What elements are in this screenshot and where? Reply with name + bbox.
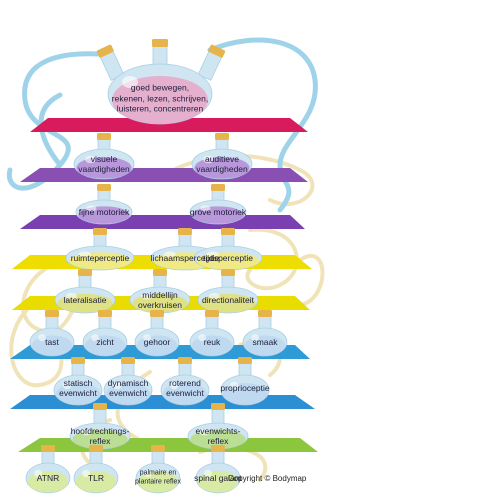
flask-level-1: [191, 133, 253, 180]
flask-level-3: [193, 228, 263, 271]
flask-level-7: [187, 403, 249, 450]
cork-icon: [93, 228, 107, 235]
cork-icon: [97, 184, 111, 191]
flask-level-8: [25, 445, 71, 494]
flask-level-6: [220, 357, 270, 406]
flask-level-5: [82, 310, 128, 357]
cork-icon: [97, 133, 111, 140]
flask-label: directionaliteit: [202, 295, 254, 305]
cork-icon: [238, 357, 252, 364]
cork-icon: [93, 403, 107, 410]
cork-icon: [221, 269, 235, 276]
flask-label: gehoor: [143, 337, 171, 347]
flask-level-4: [54, 269, 116, 314]
flask-label: smaak: [252, 337, 278, 347]
cork-icon: [71, 357, 85, 364]
cork-icon: [45, 310, 59, 317]
flask-level-7: [69, 403, 131, 450]
flask-level-4: [197, 269, 259, 314]
flask-level-6: [103, 357, 153, 406]
flask-level-8: [135, 445, 181, 494]
cork-icon: [178, 357, 192, 364]
cork-icon: [41, 445, 55, 452]
flask-label: ATNR: [36, 473, 60, 483]
cork-icon: [153, 269, 167, 276]
cork-icon: [78, 269, 92, 276]
flask-level-8: [195, 445, 241, 494]
flask-label: tijdsperceptie: [202, 253, 254, 263]
shelf-7: [10, 395, 315, 409]
cork-icon: [215, 133, 229, 140]
cork-icon: [258, 310, 272, 317]
flask-label: fijne motoriek: [78, 207, 130, 217]
cork-icon: [178, 228, 192, 235]
cork-icon: [96, 44, 114, 58]
flask-label: ruimteperceptie: [70, 253, 130, 263]
flask-level-6: [53, 357, 103, 406]
flask-level-2: [189, 184, 247, 225]
flask-level-2: [75, 184, 133, 225]
beige-tube: [245, 227, 299, 291]
flasks: [25, 39, 288, 494]
cork-icon: [211, 445, 225, 452]
flask-level-5: [29, 310, 75, 357]
flask-level-5: [189, 310, 235, 357]
cork-icon: [151, 445, 165, 452]
cork-icon: [205, 310, 219, 317]
cork-icon: [150, 310, 164, 317]
cork-icon: [98, 310, 112, 317]
top-flask: [96, 39, 226, 125]
flask-label: proprioceptie: [220, 383, 270, 393]
flask-label: evenwichts-reflex: [195, 426, 241, 446]
flask-level-6: [160, 357, 210, 406]
flask-label: lichaamsperceptie: [150, 253, 220, 263]
top-flask-label: goed bewegen,rekenen, lezen, schrijven,l…: [111, 82, 209, 114]
flask-label: zicht: [96, 337, 114, 347]
flask-level-5: [242, 310, 288, 357]
beige-tube: [298, 254, 325, 307]
cork-icon: [211, 403, 225, 410]
cork-icon: [211, 184, 225, 191]
flask-label: tast: [45, 337, 59, 347]
flask-label: spinal galant: [194, 473, 242, 483]
cork-icon: [208, 44, 226, 58]
flask-label: grove motoriek: [189, 207, 247, 217]
cork-icon: [121, 357, 135, 364]
flask-level-5: [134, 310, 180, 357]
flask-label: TLR: [87, 473, 105, 483]
flask-label: lateralisatie: [63, 295, 107, 305]
shelf-8: [18, 438, 318, 452]
cork-icon: [152, 39, 168, 47]
flask-label: hoofdrechtings-reflex: [70, 426, 130, 446]
shelf-2: [20, 168, 308, 182]
flask-level-1: [73, 133, 135, 180]
shelf-1: [30, 118, 308, 132]
flask-label: reuk: [203, 337, 221, 347]
shelf-3: [20, 215, 305, 229]
flask-level-8: [73, 445, 119, 494]
copyright-text: Copyright © Bodymap: [228, 474, 307, 483]
cork-icon: [221, 228, 235, 235]
cork-icon: [89, 445, 103, 452]
flask-level-3: [65, 228, 135, 271]
